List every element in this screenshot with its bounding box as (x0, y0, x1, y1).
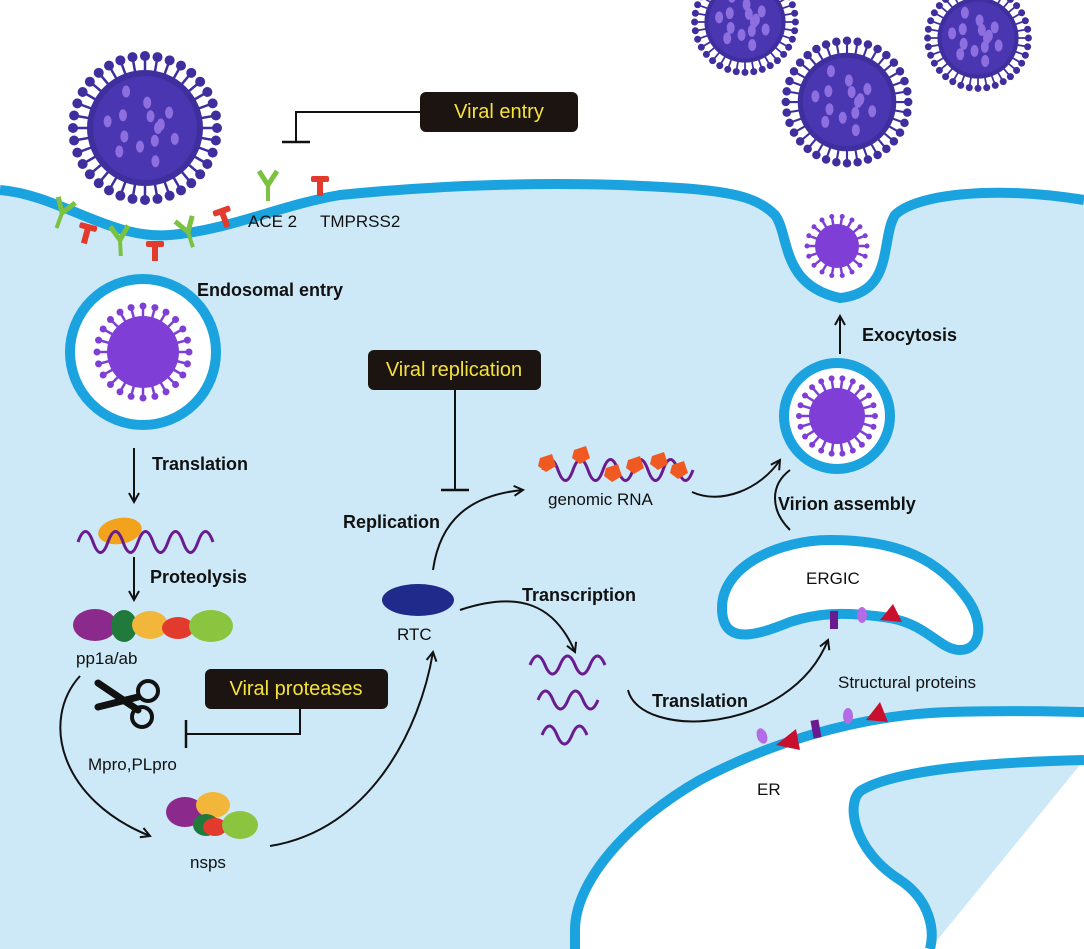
transcription-label: Transcription (522, 585, 636, 605)
viral-entry-target: Viral entry (454, 101, 544, 123)
virus-exocytosis (804, 213, 870, 279)
pp1a-ab-label: pp1a/ab (76, 649, 137, 668)
viral-proteases-inhibitor: Viral proteases (184, 669, 388, 748)
scissors-icon (94, 679, 160, 729)
tmprss2-label: TMPRSS2 (320, 212, 400, 231)
virus-released-1 (691, 0, 799, 76)
endoplasmic-reticulum (570, 702, 1084, 949)
nsps-label: nsps (190, 853, 226, 872)
assembly-vesicle (779, 358, 895, 474)
ergic-to-assembly-arrow (774, 469, 791, 531)
virus-released-2 (781, 36, 913, 168)
structural-proteins-label: Structural proteins (838, 673, 976, 692)
rtc-label: RTC (397, 625, 432, 644)
proteolysis-label: Proteolysis (150, 567, 247, 587)
rna-to-assembly-arrow (691, 460, 780, 498)
ace2-label: ACE 2 (248, 212, 297, 231)
ergic (716, 534, 984, 656)
endosomal-entry-label: Endosomal entry (197, 280, 343, 300)
viral-replication-inhibitor: Viral replication (368, 350, 541, 492)
viral-mrna-ribosome (76, 517, 215, 554)
transcription-arrow (459, 600, 575, 652)
viral-proteases-target: Viral proteases (229, 678, 362, 700)
replication-arrow (432, 490, 523, 571)
nsps-to-rtc-arrow (269, 652, 433, 847)
cleavage-arrow (59, 675, 150, 836)
translation-label-2: Translation (652, 691, 748, 711)
virus-released-3 (924, 0, 1032, 92)
genomic-rna-label: genomic RNA (548, 490, 654, 509)
translation-arrow-2 (627, 640, 828, 723)
mpro-plpro-label: Mpro,PLpro (88, 755, 177, 774)
rtc-complex (382, 584, 454, 616)
virus-entering (68, 51, 222, 205)
virion-assembly-label: Virion assembly (778, 494, 916, 514)
viral-replication-target: Viral replication (386, 359, 522, 381)
er-label: ER (757, 780, 781, 799)
replication-label: Replication (343, 512, 440, 532)
polyprotein-pp1a-ab (73, 609, 233, 642)
endosome (65, 274, 221, 430)
ergic-label: ERGIC (806, 569, 860, 588)
receptors (54, 169, 329, 261)
translation-label-1: Translation (152, 454, 248, 474)
genomic-rna (538, 446, 695, 482)
exocytosis-label: Exocytosis (862, 325, 957, 345)
subgenomic-mrnas (528, 654, 607, 746)
viral-entry-inhibitor: Viral entry (282, 92, 578, 144)
nsps-cluster (166, 792, 258, 839)
